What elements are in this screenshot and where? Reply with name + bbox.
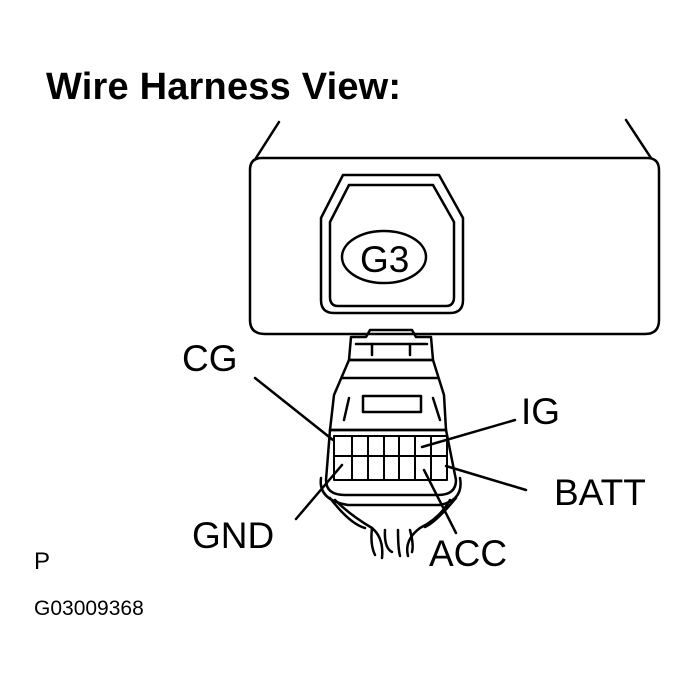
pin-label-cg: CG bbox=[182, 338, 238, 379]
figure-id: G03009368 bbox=[34, 597, 144, 620]
pin-label-ig: IG bbox=[521, 391, 561, 432]
diagram-title: Wire Harness View: bbox=[46, 66, 402, 108]
connector-id-label: G3 bbox=[360, 239, 410, 280]
harness-plug bbox=[319, 328, 462, 560]
leader-cg bbox=[253, 376, 335, 442]
leader-gnd bbox=[294, 463, 344, 521]
leader-ig bbox=[420, 418, 517, 449]
leader-acc bbox=[422, 468, 458, 535]
pin-label-gnd: GND bbox=[192, 515, 275, 556]
pin-label-acc: ACC bbox=[429, 533, 508, 574]
leader-lines bbox=[253, 376, 528, 535]
component-housing bbox=[248, 118, 661, 336]
leader-batt bbox=[444, 464, 528, 492]
component-connector bbox=[319, 173, 465, 315]
view-code: P bbox=[34, 548, 51, 575]
pin-label-batt: BATT bbox=[554, 472, 646, 513]
connector-id-ellipse bbox=[340, 229, 428, 285]
